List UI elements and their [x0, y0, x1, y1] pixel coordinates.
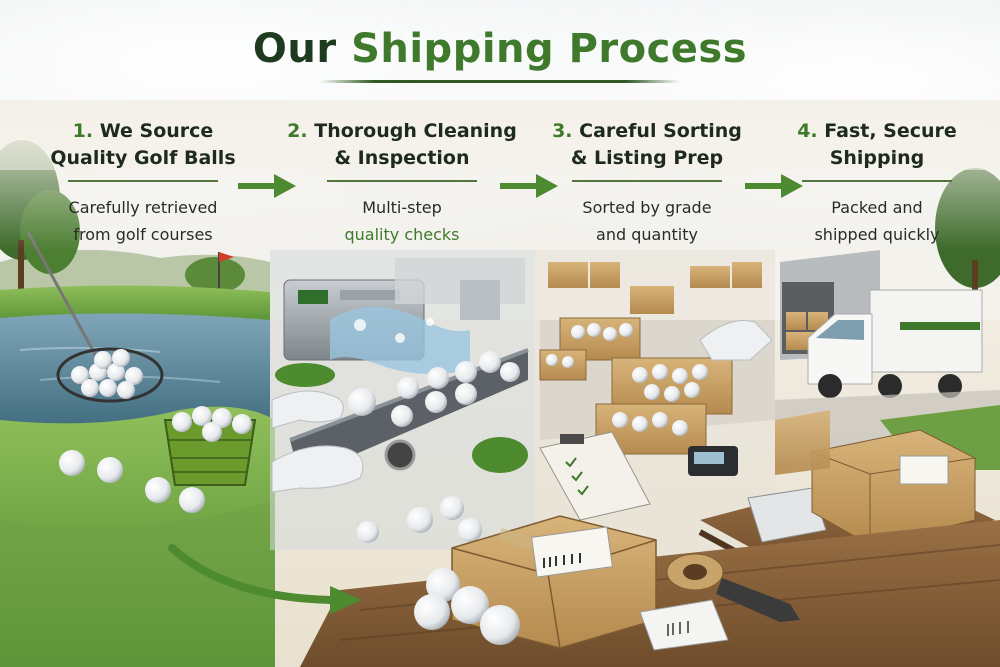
- step-4-divider: [802, 179, 952, 182]
- step-1-title-line-1: We Source: [99, 120, 214, 142]
- step-2-title: 2. Thorough Cleaning & Inspection: [287, 118, 517, 172]
- step-4-desc-line-2: shipped quickly: [814, 225, 940, 245]
- right-arrow-icon: [238, 174, 296, 198]
- step-1-desc-line-2: from golf courses: [73, 225, 213, 245]
- step-4-title-line-2: Shipping: [829, 146, 925, 169]
- step-1-title-line-2: Quality Golf Balls: [50, 146, 236, 169]
- step-3-title-line-2: & Listing Prep: [570, 146, 724, 169]
- step-2-title-line-1: Thorough Cleaning: [314, 120, 517, 142]
- step-1-desc-line-1: Carefully retrieved: [68, 197, 218, 217]
- step-2-description: Multi-step quality checks: [287, 194, 517, 248]
- step-4: 4. Fast, Secure Shipping Packed and ship…: [762, 118, 992, 248]
- step-1-description: Carefully retrieved from golf courses: [28, 194, 258, 248]
- step-2: 2. Thorough Cleaning & Inspection Multi-…: [287, 118, 517, 248]
- curved-arrow-icon: [168, 544, 362, 614]
- step-1-divider: [68, 179, 218, 182]
- step-1: 1. We Source Quality Golf Balls Carefull…: [28, 118, 258, 248]
- page-title: Our Shipping Process: [0, 26, 1000, 72]
- step-2-title-line-2: & Inspection: [334, 146, 470, 169]
- title-part-1: Our: [252, 26, 352, 72]
- step-3-title: 3. Careful Sorting & Listing Prep: [532, 118, 762, 172]
- step-4-title-line-1: Fast, Secure: [824, 120, 957, 142]
- panel-sorting: [535, 250, 775, 580]
- step-3-title-line-1: Careful Sorting: [579, 120, 742, 142]
- step-3-desc-line-1: Sorted by grade: [582, 197, 712, 217]
- step-3-desc-line-2: and quantity: [596, 225, 698, 245]
- right-arrow-icon: [745, 174, 803, 198]
- step-3-divider: [572, 179, 722, 182]
- step-3: 3. Careful Sorting & Listing Prep Sorted…: [532, 118, 762, 248]
- step-2-number: 2.: [287, 120, 308, 142]
- step-1-number: 1.: [72, 120, 94, 142]
- step-4-title: 4. Fast, Secure Shipping: [762, 118, 992, 172]
- step-1-title: 1. We Source Quality Golf Balls: [28, 118, 258, 172]
- step-2-desc-line-1: Multi-step: [362, 197, 442, 217]
- foreground-packing: [300, 515, 1000, 667]
- title-part-2: Shipping Process: [351, 26, 748, 72]
- title-underline: [320, 80, 680, 83]
- panel-cleaning: [270, 250, 535, 550]
- step-2-desc-line-2: quality checks: [344, 225, 460, 245]
- step-4-desc-line-1: Packed and: [831, 197, 923, 217]
- step-3-number: 3.: [552, 120, 573, 142]
- step-3-description: Sorted by grade and quantity: [532, 194, 762, 248]
- step-4-number: 4.: [797, 120, 818, 142]
- right-arrow-icon: [500, 174, 558, 198]
- step-2-divider: [327, 179, 477, 182]
- step-4-description: Packed and shipped quickly: [762, 194, 992, 248]
